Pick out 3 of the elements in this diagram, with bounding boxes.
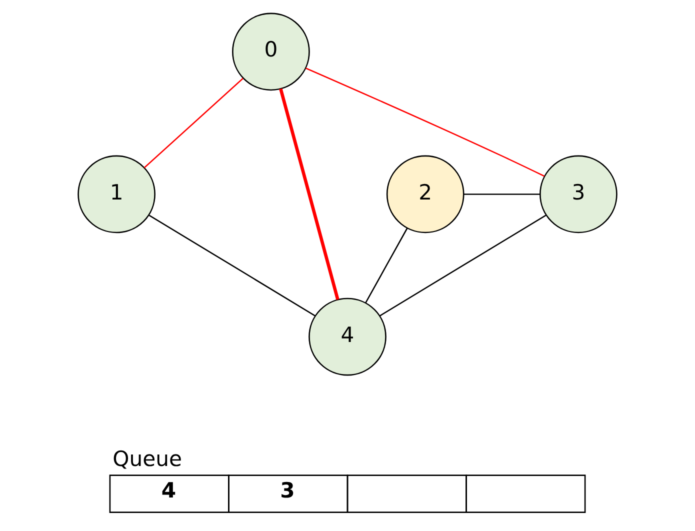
label: 4 — [161, 478, 176, 503]
label: Queue — [112, 446, 182, 471]
label: 3 — [280, 478, 295, 503]
